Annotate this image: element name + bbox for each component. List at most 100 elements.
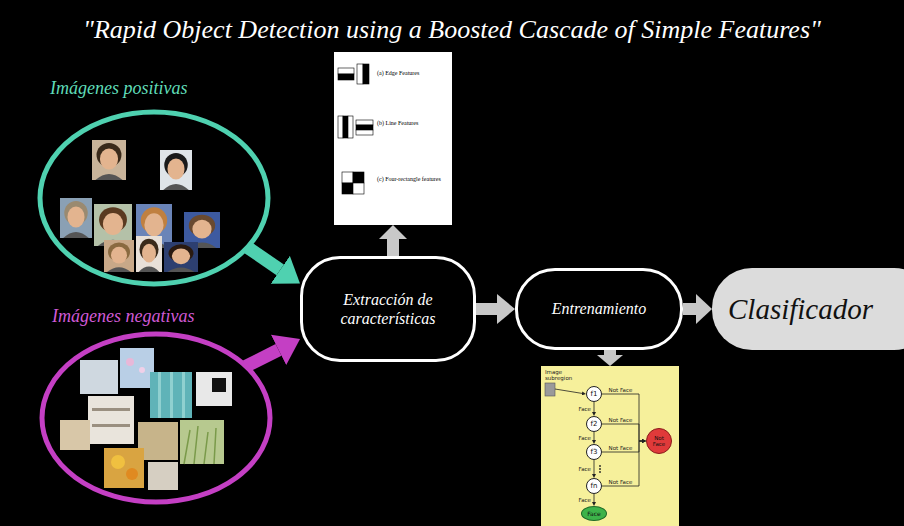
ellipsis-dot: [599, 468, 601, 470]
diagram-title: "Rapid Object Detection using a Boosted …: [0, 14, 904, 45]
face-photo: [92, 140, 126, 180]
feature-caption: (b) Line Features: [377, 120, 449, 127]
scene-photo: [60, 420, 90, 450]
panel-caption: Image subregion: [545, 369, 581, 382]
subregion-arrow: [555, 389, 582, 393]
stage-circle: fn: [586, 478, 602, 494]
scene-detail: [184, 426, 216, 464]
scene-detail: [182, 372, 185, 418]
group-ellipse: [40, 112, 268, 284]
cascade-panel-fill: [541, 366, 679, 526]
negative-images-group: Imágenes negativas: [38, 306, 274, 506]
edge-label: Face: [579, 497, 591, 503]
accept-label: Face: [587, 511, 601, 517]
face-photo: [104, 240, 134, 272]
edge-label: Not Face: [609, 479, 633, 485]
reject-label: Not Face: [649, 435, 669, 447]
background-photos: [60, 348, 232, 490]
haar-feature-cell: [338, 116, 343, 138]
haar-feature-cell: [357, 64, 363, 84]
haar-feature-cell: [338, 68, 354, 74]
face-photo: [160, 150, 192, 190]
scene-photo: [120, 348, 154, 388]
edge-label: Not Face: [609, 445, 633, 451]
scene-detail: [126, 358, 134, 366]
haar-feature-cell: [363, 64, 369, 84]
scene-detail: [139, 367, 145, 373]
box-label: Clasificador: [728, 292, 873, 327]
stage-circle: f2: [586, 416, 602, 432]
scene-detail: [158, 372, 161, 418]
box-label: Entrenamiento: [552, 299, 647, 318]
face-photo: [136, 236, 162, 272]
haar-feature-cell: [348, 116, 353, 138]
stage-label: f3: [591, 449, 598, 456]
haar-features-panel: (a) Edge Features (b) Line Features (c) Fo…: [334, 52, 452, 225]
edge-label: Face: [579, 406, 591, 412]
feature-caption: (a) Edge Features: [377, 70, 449, 77]
ellipsis-dot: [599, 465, 601, 467]
haar-feature-cell: [356, 120, 373, 125]
cascade-arrow: [594, 402, 595, 412]
group-heading: Imágenes positivas: [36, 78, 272, 100]
accept-ellipse: Face: [581, 506, 607, 521]
cascade-arrow: [594, 432, 595, 440]
process-box: Extracción de características: [300, 256, 476, 362]
scene-photo: [150, 372, 192, 418]
flow-arrow: [387, 239, 399, 256]
edge-label: Face: [579, 466, 591, 472]
face-photo: [60, 198, 92, 238]
face-photo: [139, 239, 160, 272]
haar-feature-cell: [353, 172, 364, 183]
scene-photo: [88, 396, 134, 444]
face-photo: [167, 244, 194, 272]
haar-feature-cell: [356, 125, 373, 130]
scene-detail: [212, 378, 226, 392]
cascade-arrow: [594, 460, 595, 474]
scene-photo: [180, 420, 224, 464]
stage-label: f2: [591, 421, 598, 428]
face-photos: [60, 140, 220, 272]
reject-circle: Not Face: [646, 428, 672, 454]
edge-label: Not Face: [609, 417, 633, 423]
face-photo: [107, 242, 131, 272]
group-heading: Imágenes negativas: [38, 306, 274, 328]
face-photo: [95, 143, 122, 180]
box-label: Extracción de características: [323, 290, 453, 328]
scene-detail: [92, 408, 130, 411]
haar-feature-cell: [356, 130, 373, 135]
haar-feature-cell: [342, 183, 353, 194]
flow-arrow: [246, 350, 279, 366]
group-outline: [36, 78, 272, 286]
haar-feature-icons: [334, 52, 452, 225]
scene-photo: [148, 462, 178, 490]
flow-arrow: [476, 303, 497, 315]
stage-label: fn: [591, 483, 598, 490]
cascade-arrow: [602, 394, 642, 441]
haar-feature-cell: [342, 172, 353, 183]
face-photo: [163, 153, 189, 190]
edge-label: Face: [579, 435, 591, 441]
haar-feature-cell: [338, 74, 354, 80]
subregion-square: [545, 383, 555, 396]
stage-label: f1: [591, 391, 598, 398]
feature-caption: (c) Four-rectangle features: [377, 176, 449, 183]
scene-detail: [126, 468, 138, 480]
group-outline: [38, 306, 274, 506]
process-box: Entrenamiento: [515, 268, 683, 350]
stage-circle: f1: [586, 386, 602, 402]
scene-detail: [92, 424, 130, 427]
group-ellipse: [42, 334, 270, 502]
haar-feature-cell: [343, 116, 348, 138]
stage-circle: f3: [586, 444, 602, 460]
ellipsis-dot: [599, 471, 601, 473]
cascade-illustration: [541, 366, 679, 526]
scene-detail: [170, 372, 173, 418]
positive-images-group: Imágenes positivas: [36, 78, 272, 286]
output-box: Clasificador: [712, 268, 904, 350]
face-photo: [164, 242, 198, 272]
edge-label: Not Face: [609, 387, 633, 393]
